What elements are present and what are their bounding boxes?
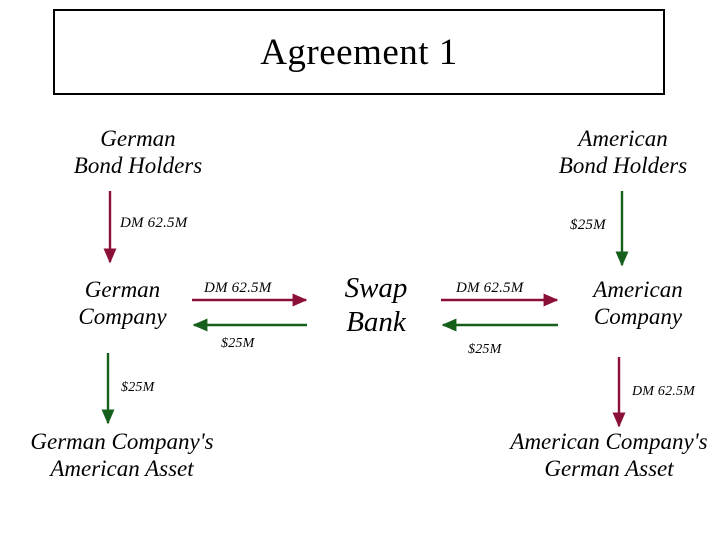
node-american-company-german-asset-line2: German Asset <box>544 455 674 481</box>
node-american-company-german-asset-line1: American Company's <box>510 429 708 454</box>
node-german-company-american-asset-line2: American Asset <box>50 455 194 481</box>
node-american-bond-holders: American Bond Holders <box>528 126 718 179</box>
node-swap-bank-line1: Swap <box>344 272 408 304</box>
title-box: Agreement 1 <box>53 9 665 95</box>
node-german-company-american-asset-line1: German Company's <box>30 429 214 454</box>
node-german-company: German Company <box>50 277 195 330</box>
node-german-company-line1: German <box>84 277 161 302</box>
flow-label-german-company-to-swap-bank: DM 62.5M <box>204 280 272 296</box>
node-german-company-line2: Company <box>78 303 167 329</box>
flow-label-american-company-to-asset: DM 62.5M <box>632 384 696 399</box>
flow-label-swap-bank-to-american-company: DM 62.5M <box>456 280 524 296</box>
node-german-bond-holders-line1: German <box>100 126 176 151</box>
flow-label-gbh-to-german-company: DM 62.5M <box>120 215 188 231</box>
node-american-bond-holders-line2: Bond Holders <box>558 152 688 178</box>
node-german-company-american-asset: German Company's American Asset <box>22 429 222 482</box>
node-american-company-line2: Company <box>593 303 683 329</box>
flow-label-swap-bank-to-german-company: $25M <box>221 336 255 351</box>
node-american-bond-holders-line1: American <box>578 126 668 151</box>
node-german-bond-holders: German Bond Holders <box>43 126 233 179</box>
node-american-company-german-asset: American Company's German Asset <box>500 429 718 482</box>
flow-label-american-company-to-swap-bank: $25M <box>468 342 502 357</box>
node-swap-bank: Swap Bank <box>322 272 430 339</box>
node-american-company-line1: American <box>593 277 683 302</box>
node-american-company: American Company <box>558 277 718 330</box>
node-swap-bank-line2: Bank <box>346 305 406 338</box>
page-title: Agreement 1 <box>260 31 458 73</box>
flow-label-german-company-to-asset: $25M <box>121 380 155 395</box>
node-german-bond-holders-line2: Bond Holders <box>73 152 203 178</box>
flow-label-abh-to-american-company: $25M <box>570 217 606 233</box>
